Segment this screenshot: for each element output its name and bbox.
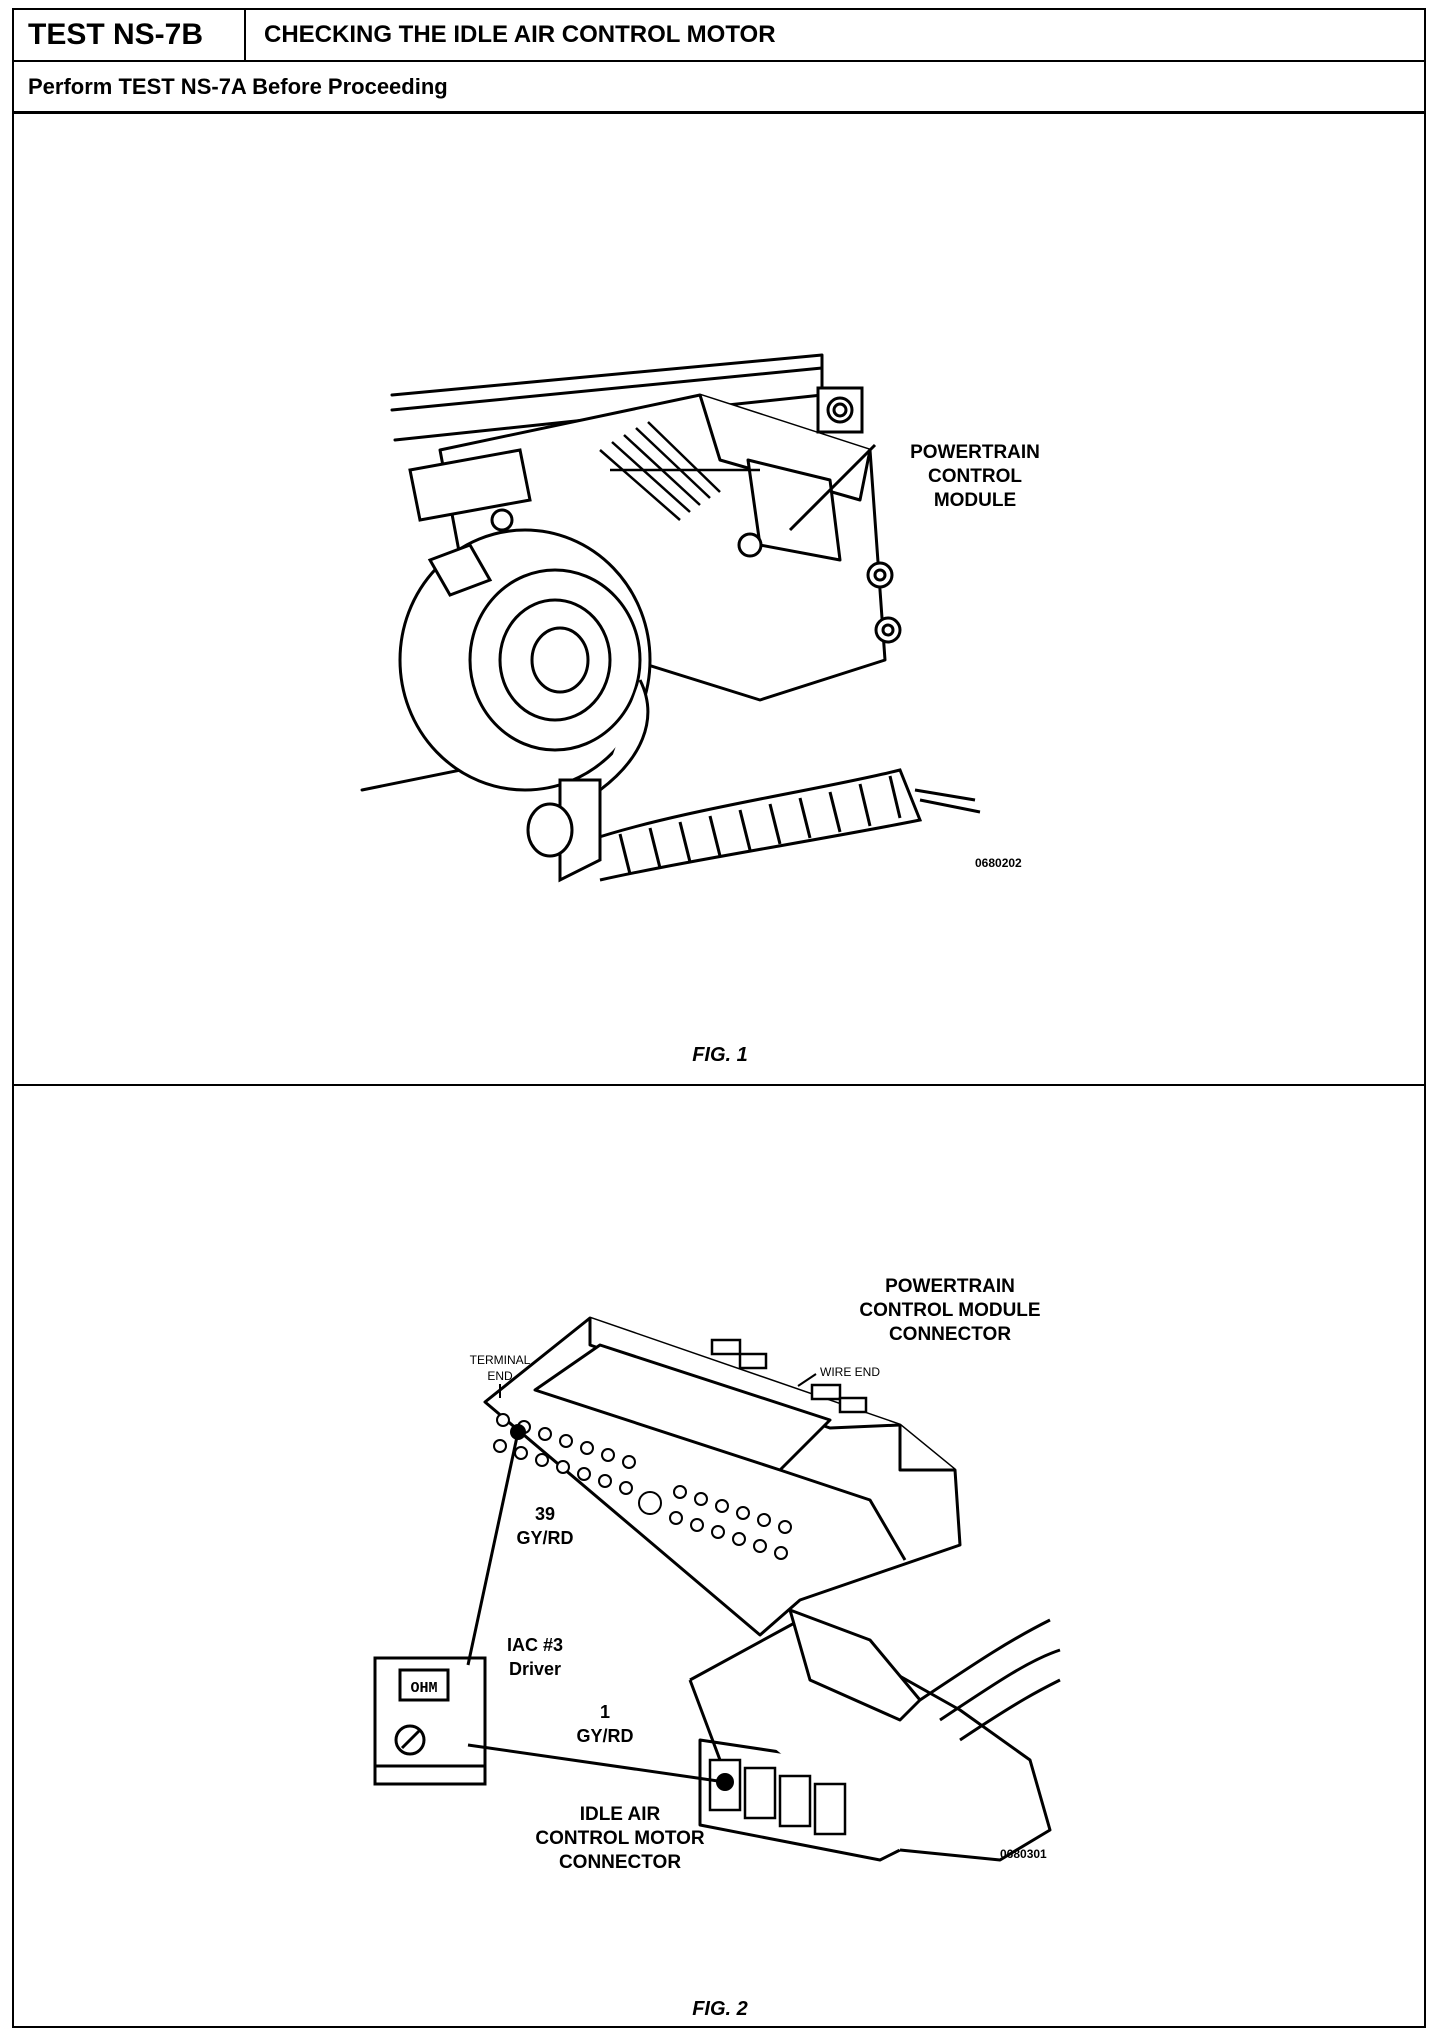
pcm-terminal-pins: [493, 1413, 792, 1560]
panel-divider: [14, 1084, 1424, 1086]
pin-1-number: 1: [600, 1702, 610, 1722]
pin-1-label: 1 GY/RD: [576, 1702, 633, 1746]
header-row: TEST NS-7B CHECKING THE IDLE AIR CONTROL…: [14, 10, 1424, 62]
lower-harness: [526, 679, 650, 883]
iac-driver-line1: IAC #3: [507, 1635, 563, 1655]
figure2-caption: FIG. 2: [692, 1998, 748, 2020]
wire-end-label: WIRE END: [820, 1365, 880, 1379]
test-sheet: TEST NS-7B CHECKING THE IDLE AIR CONTROL…: [12, 8, 1426, 2028]
prerequisite-row: Perform TEST NS-7A Before Proceeding: [14, 62, 1424, 114]
iac-connector-body: [688, 1608, 1052, 1862]
pcm-connector-body: [483, 1316, 962, 1637]
meter-display: OHM: [410, 1680, 437, 1697]
pcm-connector-label-line2: CONTROL MODULE: [859, 1300, 1040, 1321]
connector-tabs: [710, 1338, 868, 1414]
pin-39-color: GY/RD: [516, 1528, 573, 1548]
pin-39-number: 39: [535, 1504, 555, 1524]
ohmmeter: [373, 1656, 487, 1786]
iac-connector-cavities: [708, 1758, 847, 1836]
terminal-end-line1: TERMINAL: [470, 1353, 531, 1367]
iac-driver-label: IAC #3 Driver: [507, 1635, 563, 1679]
figure1-caption: FIG. 1: [692, 1044, 748, 1066]
mounting-nut: [816, 386, 864, 434]
test-title: CHECKING THE IDLE AIR CONTROL MOTOR: [264, 21, 776, 48]
iac-wires: [919, 1618, 1061, 1742]
iac-connector-label: IDLE AIR CONTROL MOTOR CONNECTOR: [535, 1804, 705, 1873]
iac-connector-line1: IDLE AIR: [580, 1804, 661, 1825]
corrugated-harness: [589, 768, 981, 882]
iac-driver-line2: Driver: [509, 1659, 561, 1679]
pcm-callout: POWERTRAIN CONTROL MODULE: [910, 442, 1040, 511]
iac-connector-line2: CONTROL MOTOR: [535, 1828, 705, 1849]
pcm-callout-line2: CONTROL: [928, 466, 1022, 487]
prerequisite-note: Perform TEST NS-7A Before Proceeding: [28, 74, 448, 99]
iac-connector-line3: CONNECTOR: [559, 1852, 681, 1873]
test-id: TEST NS-7B: [14, 10, 246, 60]
terminal-end-line2: END: [487, 1369, 513, 1383]
pcm-callout-line1: POWERTRAIN: [910, 442, 1040, 463]
pcm-connector-label-line1: POWERTRAIN: [885, 1276, 1015, 1297]
pcm-callout-leader: [788, 443, 877, 532]
terminal-end-label: TERMINAL END: [470, 1353, 531, 1383]
pcm-connector-label-line3: CONNECTOR: [889, 1324, 1011, 1345]
figure1-ref-code: 0680202: [975, 856, 1022, 870]
round-connector: [398, 448, 652, 792]
pcm-connector-label: POWERTRAIN CONTROL MODULE CONNECTOR: [859, 1276, 1040, 1345]
figure2-ref-code: 0680301: [1000, 1847, 1047, 1861]
pin-39-label: 39 GY/RD: [516, 1504, 573, 1548]
pcm-callout-line3: MODULE: [934, 490, 1016, 511]
vehicle-body-lines: [360, 353, 824, 792]
test-leads: [466, 1431, 726, 1784]
pcm-harness-ribs: [599, 421, 760, 521]
pin-1-color: GY/RD: [576, 1726, 633, 1746]
pcm-bolts: [490, 508, 902, 644]
